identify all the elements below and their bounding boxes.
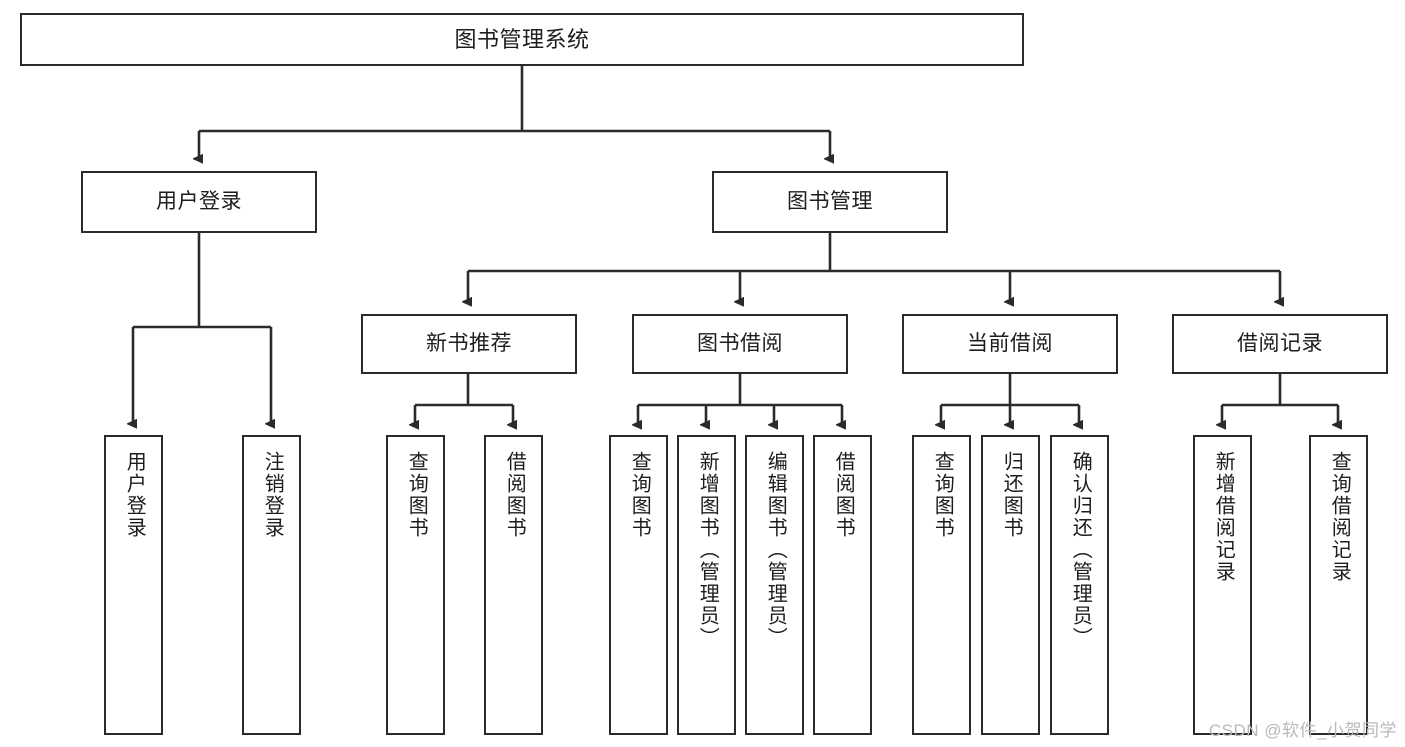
node-label: 注销登录 xyxy=(261,451,284,539)
leaf-query-borrow-record[interactable]: 查询借阅记录 xyxy=(1309,435,1368,735)
node-label: 新增借阅记录 xyxy=(1212,451,1235,583)
node-label: 借阅图书 xyxy=(832,451,855,539)
node-label: 图书管理 xyxy=(787,189,873,213)
leaf-query-book-new-recommendation[interactable]: 查询图书 xyxy=(386,435,445,735)
node-root-book-management-system[interactable]: 图书管理系统 xyxy=(20,13,1024,66)
leaf-user-login[interactable]: 用户登录 xyxy=(104,435,163,735)
leaf-confirm-return-admin[interactable]: 确认归还（管理员） xyxy=(1050,435,1109,735)
node-current-borrowing[interactable]: 当前借阅 xyxy=(902,314,1118,374)
node-borrowing-record[interactable]: 借阅记录 xyxy=(1172,314,1388,374)
node-label: 编辑图书（管理员） xyxy=(764,451,787,649)
node-label: 图书借阅 xyxy=(697,331,783,355)
node-user-login[interactable]: 用户登录 xyxy=(81,171,317,233)
leaf-borrow-book-new-recommendation[interactable]: 借阅图书 xyxy=(484,435,543,735)
node-book-management[interactable]: 图书管理 xyxy=(712,171,948,233)
leaf-edit-book-admin[interactable]: 编辑图书（管理员） xyxy=(745,435,804,735)
leaf-logout[interactable]: 注销登录 xyxy=(242,435,301,735)
node-label: 新书推荐 xyxy=(426,331,512,355)
node-label: 新增图书（管理员） xyxy=(696,451,719,649)
csdn-watermark: CSDN @软件_小贺同学 xyxy=(1208,721,1397,740)
node-label: 借阅图书 xyxy=(503,451,526,539)
node-label: 查询图书 xyxy=(931,451,954,539)
leaf-add-borrow-record[interactable]: 新增借阅记录 xyxy=(1193,435,1252,735)
node-label: 查询图书 xyxy=(628,451,651,539)
node-label: 确认归还（管理员） xyxy=(1069,451,1092,649)
leaf-borrow-book-borrowing[interactable]: 借阅图书 xyxy=(813,435,872,735)
node-new-book-recommendation[interactable]: 新书推荐 xyxy=(361,314,577,374)
node-label: 查询借阅记录 xyxy=(1328,451,1351,583)
node-label: 查询图书 xyxy=(405,451,428,539)
leaf-return-book[interactable]: 归还图书 xyxy=(981,435,1040,735)
leaf-add-book-admin[interactable]: 新增图书（管理员） xyxy=(677,435,736,735)
node-label: 用户登录 xyxy=(123,451,146,539)
leaf-query-book-borrowing[interactable]: 查询图书 xyxy=(609,435,668,735)
node-label: 当前借阅 xyxy=(967,331,1053,355)
node-label: 图书管理系统 xyxy=(454,26,590,52)
node-label: 用户登录 xyxy=(156,189,242,213)
node-book-borrowing[interactable]: 图书借阅 xyxy=(632,314,848,374)
node-label: 归还图书 xyxy=(1000,451,1023,539)
node-label: 借阅记录 xyxy=(1237,331,1323,355)
leaf-query-book-current[interactable]: 查询图书 xyxy=(912,435,971,735)
